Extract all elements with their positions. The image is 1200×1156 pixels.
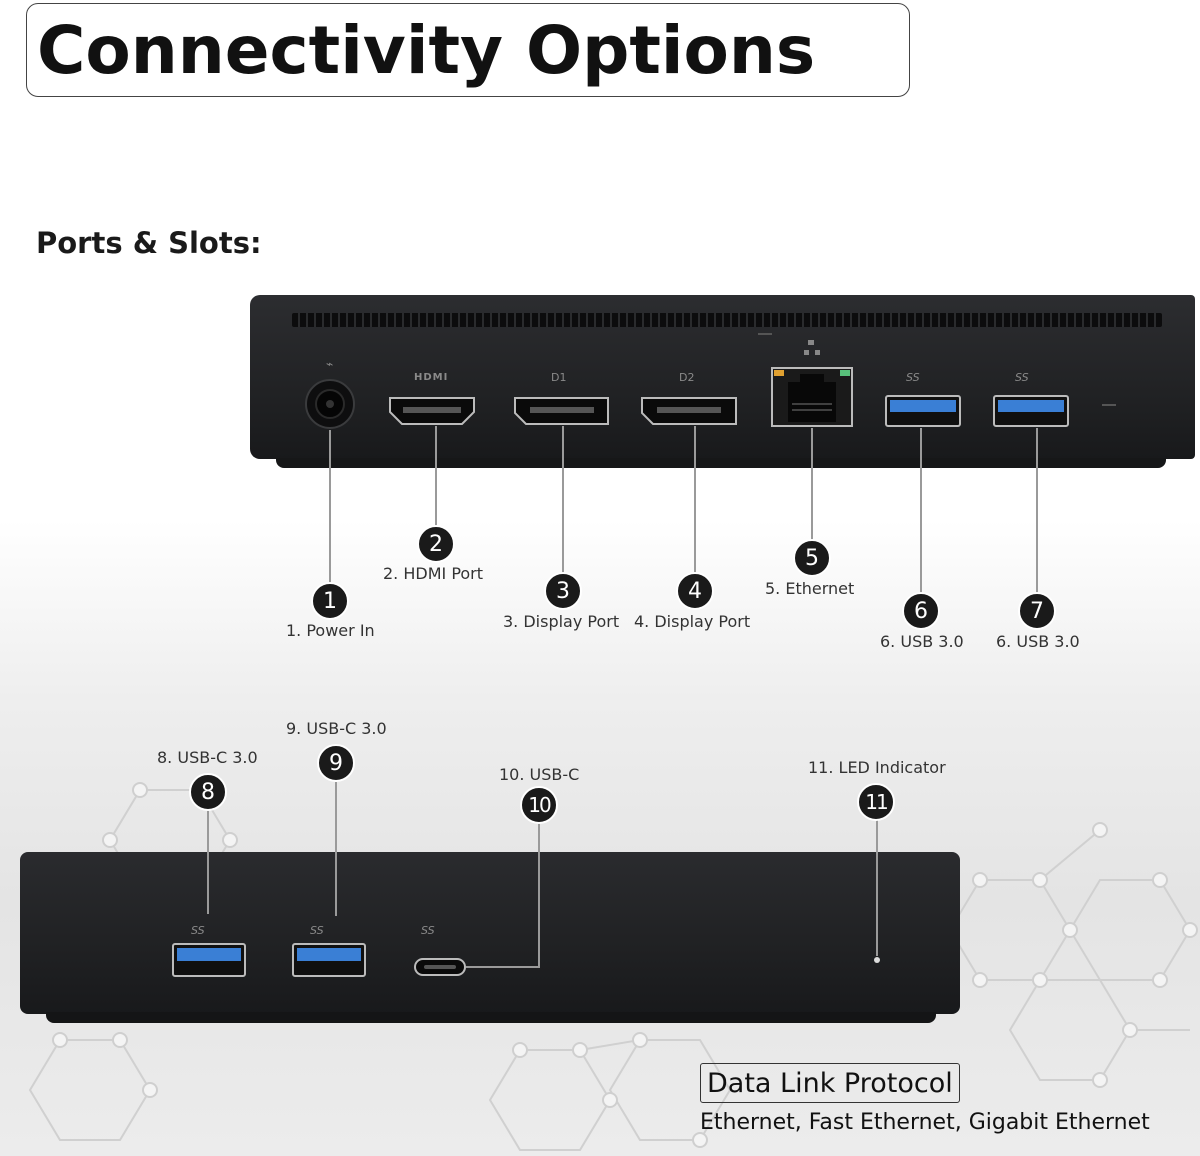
port-caption: 10. USB-C [499,765,580,784]
protocol-description: Ethernet, Fast Ethernet, Gigabit Etherne… [700,1110,1150,1135]
hdmi-logo-icon: HDMI [414,372,449,383]
ethernet-port-icon [771,340,853,427]
port-caption: 6. USB 3.0 [996,632,1080,651]
port-caption: 5. Ethernet [765,579,855,598]
leader-line [329,430,331,585]
dp1-logo-icon: D1 [551,371,567,384]
page-title: Connectivity Options [37,11,816,89]
leader-line [335,782,337,916]
usb-c-port-icon [414,958,466,976]
port-number-badge: 2 [417,525,455,563]
port-number-badge: 10 [520,786,558,824]
superspeed-logo-icon: SS [421,924,435,937]
leader-line [876,820,878,956]
port-number-badge: 1 [311,582,349,620]
protocol-title: Data Link Protocol [707,1067,953,1099]
leader-line [207,810,209,914]
superspeed-logo-icon: SS [310,924,324,937]
superspeed-logo-icon: SS [1015,371,1029,384]
port-number-badge: 7 [1018,592,1056,630]
dock-front-base [46,1012,936,1023]
port-number-badge: 4 [676,572,714,610]
port-caption: 1. Power In [286,621,375,640]
port-caption: 8. USB-C 3.0 [157,748,258,767]
usb-a-port-icon [993,395,1069,427]
usb-a-port-icon [172,943,246,977]
usb-a-port-icon [885,395,961,427]
power-jack-icon [305,379,355,429]
vent-grille [292,313,1162,327]
leader-line [562,426,564,574]
leader-line [811,428,813,542]
leader-line [538,822,540,968]
power-symbol-icon: ⌁ [326,357,334,371]
superspeed-logo-icon: SS [191,924,205,937]
displayport-icon [514,397,609,425]
port-caption: 6. USB 3.0 [880,632,964,651]
port-number-badge: 6 [902,592,940,630]
port-number-badge: 9 [317,744,355,782]
rear-ports-layer [305,333,1116,429]
dock-rear-base [276,458,1166,468]
port-caption: 3. Display Port [503,612,620,631]
leader-line [435,426,437,528]
leader-line [694,426,696,574]
leader-line [920,428,922,594]
port-caption: 11. LED Indicator [808,758,946,777]
port-number-badge: 3 [544,572,582,610]
port-caption: 2. HDMI Port [383,564,484,583]
hdmi-port-icon [389,397,475,425]
displayport-icon [641,397,737,425]
dp2-logo-icon: D2 [679,371,695,384]
port-caption: 9. USB-C 3.0 [286,719,387,738]
title-frame: Connectivity Options [26,3,910,97]
front-ports-layer [172,943,880,977]
leader-line [466,966,540,968]
usb-a-port-icon [292,943,366,977]
dock-front-panel [20,852,960,1014]
port-number-badge: 11 [857,783,895,821]
protocol-title-frame: Data Link Protocol [700,1063,960,1103]
network-icon [804,340,820,355]
section-subtitle: Ports & Slots: [36,226,262,260]
port-number-badge: 5 [793,539,831,577]
port-number-badge: 8 [189,773,227,811]
leader-line [1036,428,1038,594]
superspeed-logo-icon: SS [906,371,920,384]
port-caption: 4. Display Port [634,612,751,631]
led-indicator-icon [874,957,880,963]
